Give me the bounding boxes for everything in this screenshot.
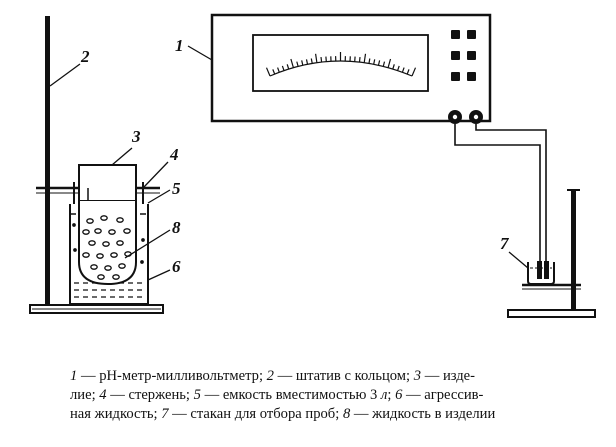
caption-num: 2 (266, 368, 274, 384)
callout-7: 7 (500, 234, 510, 253)
caption-text: — штатив с кольцом; (273, 368, 414, 384)
scale-tick (406, 69, 410, 75)
caption-text: — жидкость в изделии (350, 406, 496, 422)
scale-tick (363, 53, 367, 63)
scale-tick (392, 64, 395, 70)
caption-num: 4 (99, 387, 107, 403)
callout-6: 6 (172, 257, 181, 276)
scale-tick (377, 60, 381, 66)
callout-8: 8 (172, 218, 181, 237)
caption-text: — стакан для отбора проб; (168, 406, 343, 422)
caption-unit: л (381, 387, 388, 403)
figure-caption: 1 — рН-метр-милливольтметр; 2 — штатив с… (70, 367, 600, 424)
scale-tick (373, 59, 376, 65)
scale-tick (305, 59, 309, 65)
caption-text: — рН-метр-милливольтметр; (77, 368, 267, 384)
caption-num: 6 (395, 387, 403, 403)
scale-tick (272, 69, 276, 75)
scale-tick (277, 67, 280, 73)
ph-meter-1 (210, 13, 492, 123)
scale-tick (397, 65, 400, 71)
callout-3: 3 (131, 127, 141, 146)
scale-tick (310, 58, 313, 64)
caption-text: ; (387, 387, 396, 403)
caption-text: — емкость вместимостью 3 (200, 387, 381, 403)
caption-num: 5 (193, 387, 201, 403)
scale-tick (411, 67, 417, 77)
caption-text: — изде- (421, 368, 476, 384)
sampling-beaker-7 (527, 261, 555, 285)
scale-tick (290, 58, 294, 68)
callout-2: 2 (80, 47, 90, 66)
scale-tick (368, 58, 371, 64)
callout-1: 1 (175, 36, 184, 55)
liquid-in-article-8 (72, 215, 145, 280)
callout-5: 5 (172, 179, 181, 198)
scale-tick (358, 57, 361, 63)
scale-tick (387, 58, 392, 68)
leader-lines-left (49, 63, 171, 281)
scale-tick (281, 65, 285, 71)
scale-tick (401, 67, 405, 73)
scale-tick (315, 53, 318, 63)
electrode-cables (454, 124, 547, 264)
caption-num: 8 (342, 406, 351, 422)
apparatus-diagram: 1 2 3 4 5 8 6 7 (29, 13, 596, 318)
caption-text: лие; (70, 387, 100, 403)
callout-4: 4 (169, 145, 179, 164)
caption-line-2: лие; 4 — стержень; 5 — емкость вместимос… (70, 386, 600, 405)
analog-scale-icon (265, 52, 417, 77)
caption-text: ная жидкость; (70, 406, 162, 422)
caption-num: 3 (413, 368, 422, 384)
small-stand (507, 189, 596, 318)
scale-tick (382, 61, 386, 67)
caption-text: — стержень; (106, 387, 194, 403)
caption-line-1: 1 — рН-метр-милливольтметр; 2 — штатив с… (70, 367, 600, 386)
scale-tick (296, 61, 299, 67)
leader-line-7 (508, 251, 529, 269)
scale-tick (320, 57, 323, 63)
leader-line-1 (187, 45, 213, 61)
scale-tick (286, 64, 290, 70)
terminal-knobs-icon (448, 110, 483, 124)
square-buttons-icon (451, 30, 476, 81)
caption-num: 1 (70, 368, 78, 384)
scale-tick (265, 67, 271, 77)
caption-text: — агрессив- (402, 387, 484, 403)
scale-tick (301, 60, 304, 66)
caption-num: 7 (161, 406, 169, 422)
caption-line-3: ная жидкость; 7 — стакан для отбора проб… (70, 405, 600, 424)
